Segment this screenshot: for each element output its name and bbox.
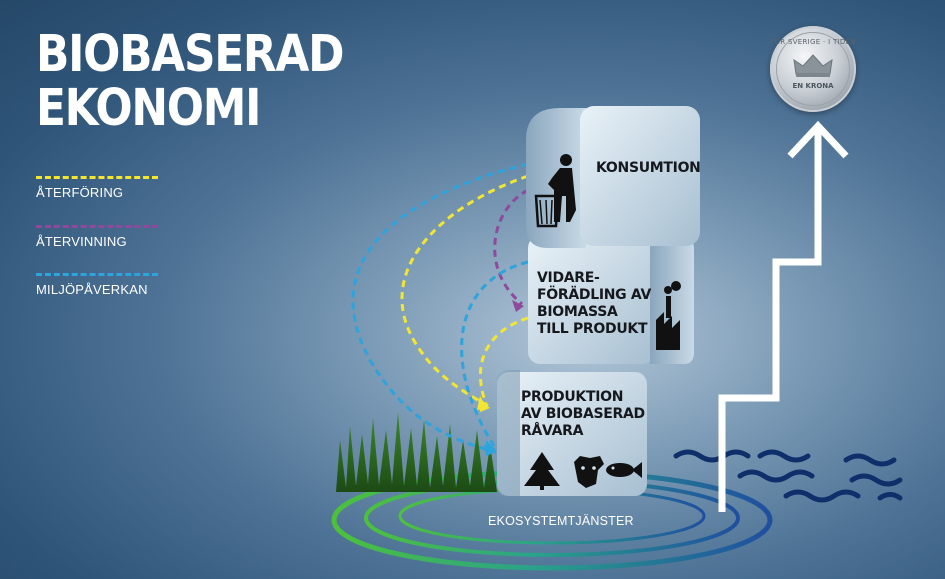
ecosystem-services-label: EKOSYSTEMTJÄNSTER xyxy=(488,514,634,528)
block-label-refining: VIDARE- FÖRÄDLING AV BIOMASSA TILL PRODU… xyxy=(537,270,651,338)
krona-coin-icon: FÖR SVERIGE · I TIDEN EN KRONA xyxy=(770,26,856,112)
production-line-1: PRODUKTION xyxy=(521,389,645,406)
refining-line-2: FÖRÄDLING AV xyxy=(537,287,651,304)
water-waves-icon xyxy=(676,452,900,500)
production-line-2: AV BIOBASERAD xyxy=(521,406,645,423)
refining-line-4: TILL PRODUKT xyxy=(537,321,651,338)
consumption-line-1: KONSUMTION xyxy=(596,160,701,177)
crown-icon xyxy=(792,52,834,78)
production-line-3: RÅVARA xyxy=(521,423,645,440)
coin-top-text: FÖR SVERIGE · I TIDEN xyxy=(770,38,856,46)
flow-atervinning xyxy=(495,190,528,304)
block-label-production: PRODUKTION AV BIOBASERAD RÅVARA xyxy=(521,389,645,440)
refining-line-3: BIOMASSA xyxy=(537,304,651,321)
block-label-consumption: KONSUMTION xyxy=(596,160,701,177)
refining-line-1: VIDARE- xyxy=(537,270,651,287)
coin-value-text: EN KRONA xyxy=(770,82,856,90)
